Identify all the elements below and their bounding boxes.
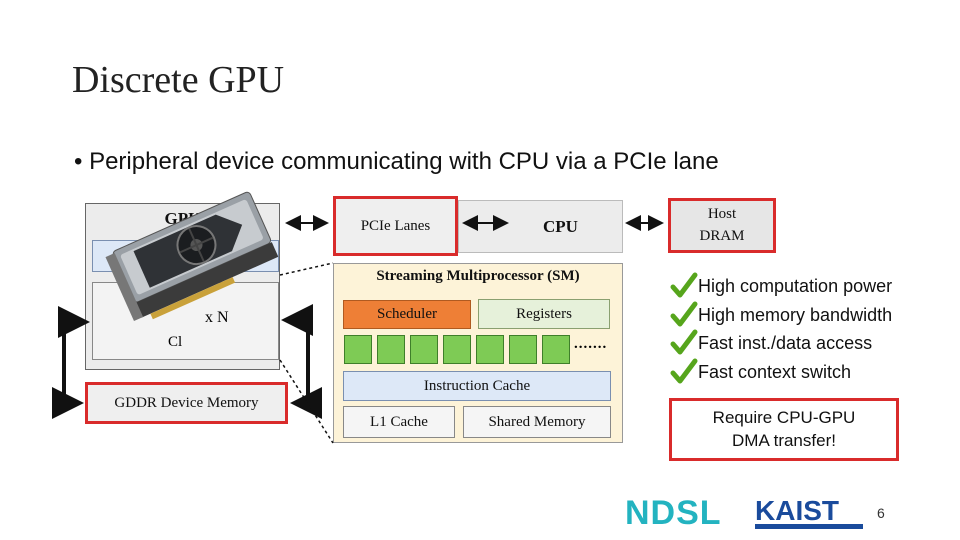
- l1-cache-block: L1 Cache: [343, 406, 455, 438]
- sm-partial-label: Cl: [168, 334, 183, 350]
- feature-text: Fast context switch: [698, 361, 852, 382]
- core-cell: [476, 335, 504, 364]
- instruction-cache-block: Instruction Cache: [343, 371, 611, 401]
- core-cell: [344, 335, 372, 364]
- gddr-device-memory: GDDR Device Memory: [85, 382, 288, 424]
- registers-block: Registers: [478, 299, 610, 329]
- core-cell: [410, 335, 438, 364]
- sm-count-label: x N: [205, 309, 229, 326]
- scheduler-block: Scheduler: [343, 300, 471, 329]
- feature-item: Fast context switch: [670, 358, 851, 386]
- gddr-sm-right-link: [281, 304, 322, 419]
- kaist-logo: KAIST: [755, 495, 839, 526]
- slide-title: Discrete GPU: [72, 59, 285, 101]
- zoom-line: [279, 359, 334, 444]
- zoom-line: [279, 262, 334, 276]
- page-number: 6: [877, 505, 885, 521]
- feature-text: Fast inst./data access: [698, 332, 873, 353]
- host-dram-line2: DRAM: [699, 227, 745, 244]
- feature-item: High computation power: [670, 272, 892, 300]
- check-icon: [670, 358, 698, 384]
- gddr-sm-left-link: [52, 306, 90, 419]
- feature-item: High memory bandwidth: [670, 301, 892, 329]
- host-dram-block: Host DRAM: [668, 198, 776, 253]
- pcie-lanes-block: PCIe Lanes: [333, 196, 458, 256]
- sm-title: Streaming Multiprocessor (SM): [376, 268, 580, 284]
- feature-text: High memory bandwidth: [698, 304, 893, 325]
- core-cell: [509, 335, 537, 364]
- dma-callout: Require CPU-GPU DMA transfer!: [669, 398, 899, 461]
- core-cell: [443, 335, 471, 364]
- check-icon: [670, 301, 698, 327]
- core-cell: [377, 335, 405, 364]
- core-cell: [542, 335, 570, 364]
- kaist-logo-underline: [755, 524, 863, 529]
- core-ellipsis: .......: [574, 336, 608, 352]
- feature-item: Fast inst./data access: [670, 329, 872, 357]
- dma-callout-line2: DMA transfer!: [732, 430, 836, 450]
- slide-bullet: • Peripheral device communicating with C…: [74, 148, 719, 175]
- check-icon: [670, 272, 698, 298]
- check-icon: [670, 329, 698, 355]
- host-dram-line1: Host: [707, 205, 737, 222]
- dma-callout-line1: Require CPU-GPU: [712, 407, 856, 427]
- shared-memory-block: Shared Memory: [463, 406, 611, 438]
- feature-text: High computation power: [698, 275, 893, 296]
- institution-logos: NDSL KAIST: [625, 494, 863, 532]
- ndsl-logo: NDSL: [625, 494, 722, 532]
